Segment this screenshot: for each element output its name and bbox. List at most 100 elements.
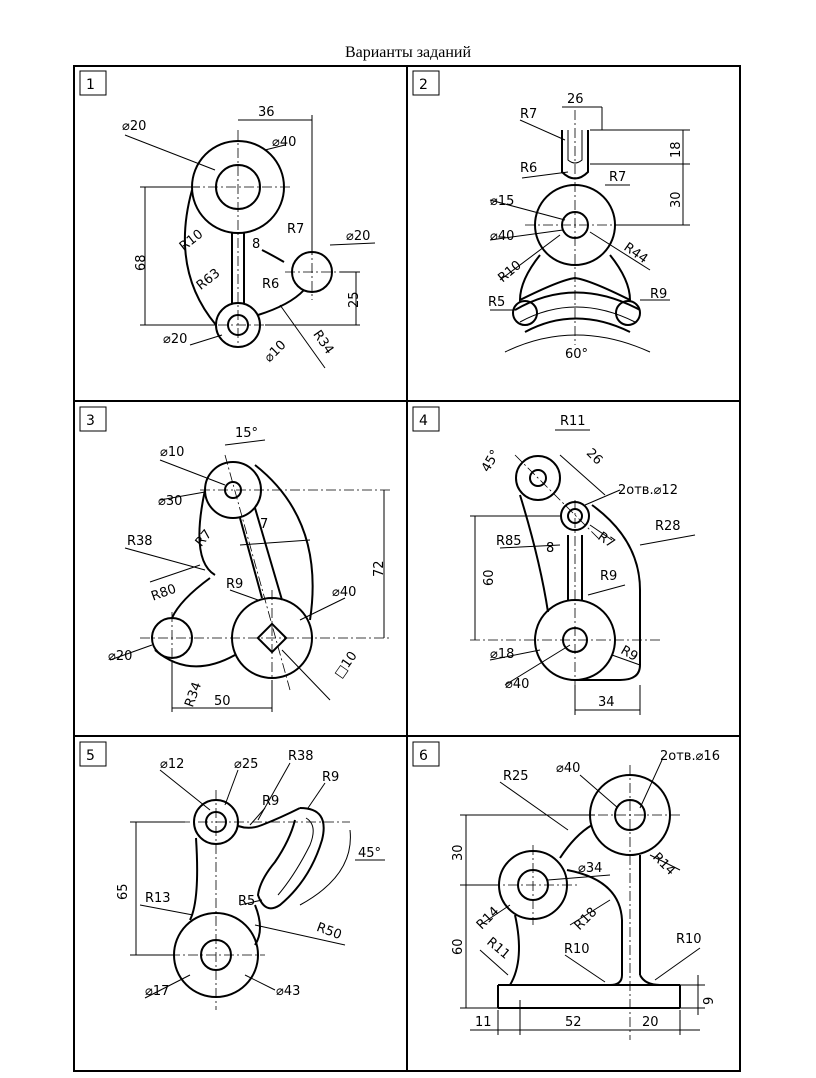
- dim-v4-r7: R7: [595, 529, 618, 551]
- dim-v3-72: 72: [372, 560, 387, 577]
- dim-v2-r5: R5: [488, 295, 505, 310]
- variant-number-box-6: 6: [412, 741, 440, 767]
- dim-v2-r7-right: R7: [609, 170, 626, 185]
- dim-v4-d40: ⌀40: [505, 677, 529, 692]
- dim-v1-68: 68: [134, 254, 149, 271]
- dim-v5-65: 65: [116, 883, 131, 900]
- dim-v1-r34: R34: [309, 328, 336, 358]
- variant-number-3: 3: [86, 413, 95, 429]
- dim-v2-d40: ⌀40: [490, 229, 514, 244]
- dim-v6-60: 60: [451, 938, 466, 955]
- dim-v1-d40: ⌀40: [272, 135, 296, 150]
- variant-number-box-4: 4: [412, 406, 440, 432]
- dim-v5-45deg: 45°: [358, 846, 381, 861]
- dim-v6-52: 52: [565, 1015, 582, 1030]
- dim-v6-r10-right: R10: [676, 932, 702, 947]
- dim-v3-r38: R38: [127, 534, 153, 549]
- dim-v5-d43: ⌀43: [276, 984, 300, 999]
- dim-v6-r14-left: R14: [474, 904, 503, 933]
- variant-number-5: 5: [86, 748, 95, 764]
- dim-v2-r7-top: R7: [520, 107, 537, 122]
- dim-v1-r6: R6: [262, 277, 279, 292]
- dim-v5-r13: R13: [145, 891, 171, 906]
- dim-v2-26: 26: [567, 92, 584, 107]
- variant-number-box-1: 1: [79, 70, 107, 96]
- dim-v1-r63: R63: [194, 266, 223, 294]
- dim-v4-r28: R28: [655, 519, 681, 534]
- dim-v2-r44: R44: [621, 240, 651, 267]
- dim-v1-25: 25: [347, 291, 362, 308]
- dim-v2-d15: ⌀15: [490, 194, 514, 209]
- dim-v3-7: 7: [260, 517, 268, 532]
- dim-v3-d30: ⌀30: [158, 494, 182, 509]
- dim-v5-r38: R38: [288, 749, 314, 764]
- dim-v4-26: 26: [583, 446, 605, 468]
- dim-v1-r7: R7: [287, 222, 304, 237]
- dim-v4-8: 8: [546, 541, 554, 556]
- variant-number-2: 2: [419, 77, 428, 93]
- dim-v2-r10: R10: [495, 258, 524, 286]
- variant-number-6: 6: [419, 748, 428, 764]
- dim-v3-15deg: 15°: [235, 426, 258, 441]
- dim-v6-r25: R25: [503, 769, 529, 784]
- dim-v3-r9: R9: [226, 577, 243, 592]
- dim-v6-r10-left: R10: [564, 942, 590, 957]
- drawing-variant-2: 26 R7 18 R6 R7 30 ⌀15 ⌀40 R44 R10 R5 R9 …: [488, 92, 690, 362]
- dim-v1-d20-bottom: ⌀20: [163, 332, 187, 347]
- dim-v6-r14-right: R14: [649, 850, 678, 879]
- variant-number-1: 1: [86, 77, 95, 93]
- dim-v6-30: 30: [451, 844, 466, 861]
- dim-v6-2holes-d16: 2отв.⌀16: [660, 749, 720, 764]
- dim-v5-r5: R5: [238, 894, 255, 909]
- variant-number-box-2: 2: [412, 70, 440, 96]
- dim-v5-r9-outer: R9: [322, 770, 339, 785]
- dim-v1-d20-right: ⌀20: [346, 229, 370, 244]
- dim-v3-d20: ⌀20: [108, 649, 132, 664]
- dim-v2-18: 18: [669, 141, 684, 158]
- dim-v3-d10: ⌀10: [160, 445, 184, 460]
- page-title: Варианты заданий: [344, 44, 472, 61]
- dim-v3-r80: R80: [149, 582, 178, 605]
- dim-v6-9: 9: [702, 997, 717, 1005]
- dim-v6-d40: ⌀40: [556, 761, 580, 776]
- dim-v4-d18: ⌀18: [490, 647, 514, 662]
- dim-v6-11: 11: [475, 1015, 492, 1030]
- dim-v1-d10: ⌀10: [262, 338, 290, 366]
- dim-v3-50: 50: [214, 694, 231, 709]
- dim-v2-60deg: 60°: [565, 347, 588, 362]
- variant-number-4: 4: [419, 413, 428, 429]
- dim-v6-20: 20: [642, 1015, 659, 1030]
- dim-v4-r85: R85: [496, 534, 522, 549]
- dim-v1-8: 8: [252, 237, 260, 252]
- drawing-variant-3: 15° ⌀10 ⌀30 7 R38 R7 72 R80 R9 ⌀40 ⌀20 □…: [108, 426, 390, 712]
- variant-number-box-5: 5: [79, 741, 107, 767]
- dim-v2-r9: R9: [650, 287, 667, 302]
- dim-v1-r10: R10: [177, 227, 206, 255]
- dim-v3-r34: R34: [182, 680, 205, 709]
- dim-v4-r11: R11: [560, 414, 586, 429]
- dim-v4-34: 34: [598, 695, 615, 710]
- dim-v3-r7: R7: [193, 527, 216, 550]
- dim-v2-30: 30: [669, 191, 684, 208]
- drawing-variant-4: R11 45° 26 2отв.⌀12 R85 R7 R28 60 8 R9 ⌀…: [470, 414, 696, 715]
- drawing-variant-5: ⌀12 ⌀25 R38 R9 R9 45° 65 R13 R5 R50 ⌀17 …: [116, 749, 385, 1010]
- drawing-variant-6: R25 ⌀40 2отв.⌀16 30 ⌀34 R14 R14 R18 60 R…: [451, 749, 720, 1040]
- dim-v3-sq10: □10: [332, 649, 361, 681]
- variant-number-box-3: 3: [79, 406, 107, 432]
- dim-v5-d25: ⌀25: [234, 757, 258, 772]
- dim-v6-r11: R11: [483, 935, 512, 963]
- dim-v5-d12: ⌀12: [160, 757, 184, 772]
- dim-v5-d17: ⌀17: [145, 984, 169, 999]
- dim-v5-r9-inner: R9: [262, 794, 279, 809]
- dim-v4-60: 60: [482, 569, 497, 586]
- dim-v1-36: 36: [258, 105, 275, 120]
- dim-v4-45deg: 45°: [479, 447, 504, 474]
- dim-v1-d20-top: ⌀20: [122, 119, 146, 134]
- dim-v4-r9-bottom: R9: [618, 643, 640, 665]
- dim-v4-2holes-d12: 2отв.⌀12: [618, 483, 678, 498]
- dim-v4-r9-mid: R9: [600, 569, 617, 584]
- drawing-variant-1: 36 ⌀20 ⌀40 68 R10 8 R7 ⌀20 R63 R6 25 ⌀20…: [122, 105, 376, 369]
- dim-v2-r6: R6: [520, 161, 537, 176]
- dim-v6-d34: ⌀34: [578, 861, 602, 876]
